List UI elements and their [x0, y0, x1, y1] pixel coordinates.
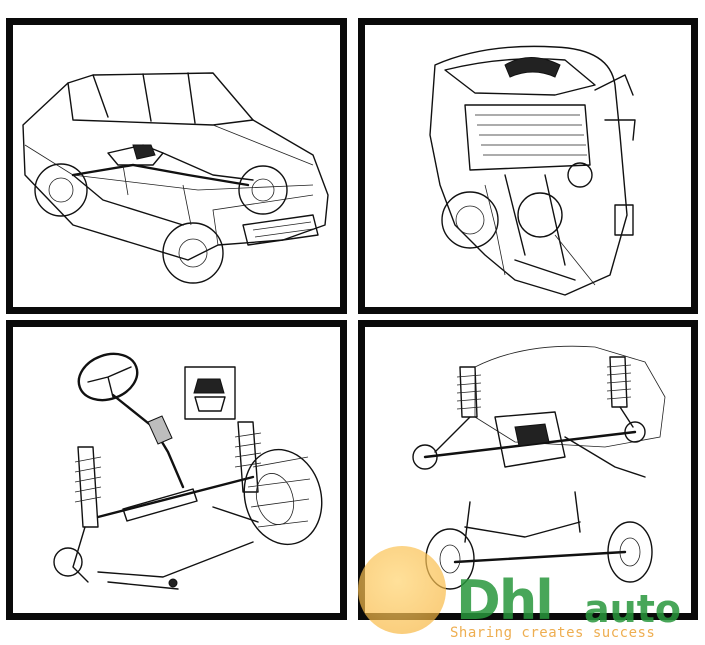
steering-front-suspension-illustration [6, 320, 347, 620]
rear-suspension-line-drawing [412, 345, 666, 590]
car-line-drawing [22, 72, 329, 284]
car-chassis-illustration [6, 18, 347, 314]
watermark-tagline: Sharing creates success [450, 625, 656, 641]
engine-line-drawing [429, 45, 636, 296]
steering-line-drawing [53, 352, 323, 590]
engine-illustration [358, 18, 698, 314]
rear-suspension-axle-illustration [358, 320, 698, 620]
